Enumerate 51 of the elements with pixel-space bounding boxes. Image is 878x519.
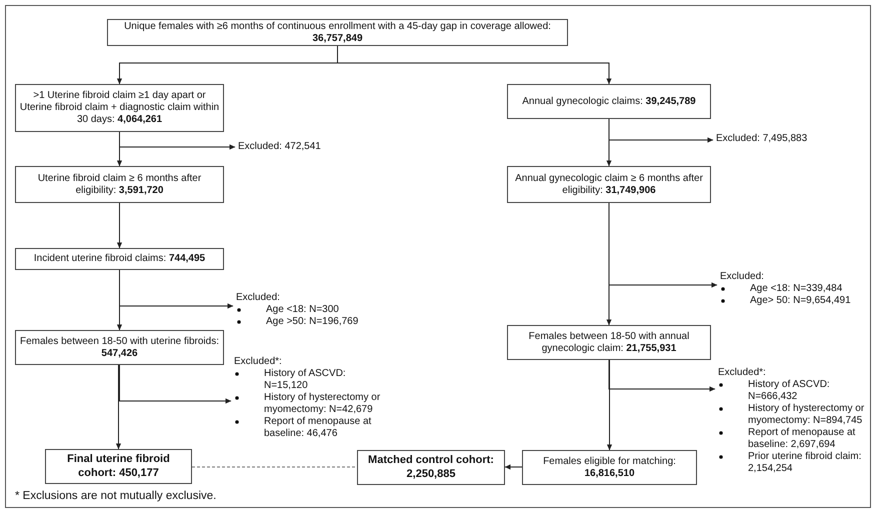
node-text: Final uterine fibroid cohort: 450,177 <box>66 453 171 480</box>
node-text: Incident uterine fibroid claims: 744,495 <box>32 253 206 265</box>
process-box <box>45 449 192 484</box>
node-text: Annual gynecologic claim ≥ 6 months after eligibility: 31,749,906 <box>514 172 704 196</box>
arrow <box>608 202 718 288</box>
arrow <box>116 364 122 450</box>
exclusion-item: History of ASCVD: N=666,432 <box>748 379 830 402</box>
node-text: Females between 18-50 with annual gynecologic claim: 21,755,931 <box>528 330 690 354</box>
process-box <box>107 19 568 46</box>
exclusion-heading: Excluded*: <box>234 356 282 367</box>
exclusion-item: History of hysterectomy or myomectomy: N=42,679 <box>264 392 380 415</box>
exclusion-item: Report of menopause at baseline: 2,697,694 <box>748 427 856 450</box>
arrow <box>119 364 232 404</box>
node-text: Unique females with ≥6 months of continuous enrollment with a 45-day gap in coverage allowed: 36,757,849 <box>123 20 552 44</box>
exclusion-item: Age <18: N=300 <box>266 304 339 315</box>
process-box <box>507 166 711 203</box>
exclusion-item: Age >50: N=196,769 <box>266 316 358 327</box>
exclusion-heading: Excluded: <box>720 271 764 282</box>
exclusion-heading: Excluded: <box>236 292 280 303</box>
process-box <box>15 330 224 365</box>
node-text: Matched control cohort: 2,250,885 <box>367 454 495 481</box>
node-text: Females eligible for matching: 16,816,510 <box>542 456 677 480</box>
node-text: >1 Uterine fibroid claim ≥1 day apart or Uterine fibroid claim + diagnostic claim within 30 days: 4,064,261 <box>19 90 220 126</box>
arrow <box>337 46 612 84</box>
exclusion-item: Age <18: N=339,484 <box>750 283 842 294</box>
node-text: Excluded: 472,541 <box>238 141 322 153</box>
exclusion-item: Report of menopause at baseline: 46,476 <box>264 416 372 439</box>
process-box <box>357 450 505 485</box>
node-text: Females between 18-50 with uterine fibroids: 547,426 <box>19 336 220 360</box>
dashed-connector <box>192 466 358 468</box>
node-text: Uterine fibroid claim ≥ 6 months after eligibility: 3,591,720 <box>36 172 202 196</box>
process-box <box>522 450 697 485</box>
exclusion-item: History of hysterectomy or myomectomy: N=894,745 <box>748 403 864 426</box>
process-box <box>15 166 224 203</box>
node-text: Excluded: 7,495,883 <box>716 133 808 145</box>
arrow <box>119 132 236 150</box>
process-box <box>507 325 711 360</box>
arrow <box>608 360 716 392</box>
exclusion-item: History of ASCVD: N=15,120 <box>264 368 346 391</box>
arrow <box>116 202 122 248</box>
process-box <box>15 84 224 132</box>
process-box <box>507 84 711 119</box>
arrow <box>608 118 714 143</box>
exclusion-heading: Excluded*: <box>718 367 766 378</box>
exclusion-item: Age> 50: N=9,654,491 <box>750 295 851 306</box>
arrow <box>119 270 234 309</box>
arrow <box>504 464 522 470</box>
arrow <box>606 360 612 450</box>
node-text: Annual gynecologic claims: 39,245,789 <box>521 96 697 108</box>
exclusion-item: Prior uterine fibroid claim: 2,154,254 <box>748 451 862 474</box>
process-box <box>15 248 224 270</box>
